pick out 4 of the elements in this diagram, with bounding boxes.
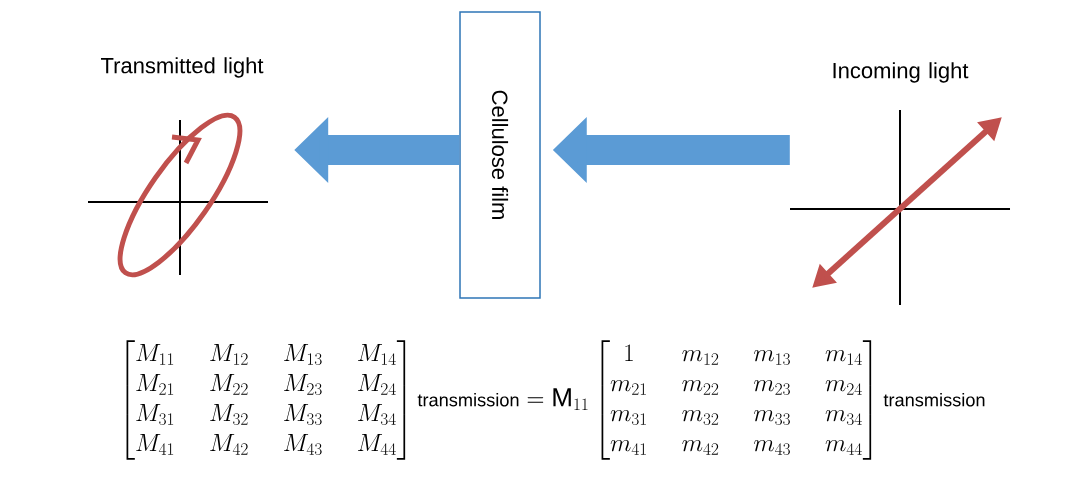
matrix-equation: $\begin{bmatrix}M_{11}&M_{12}&M_{13}&M_{14}\\M_{21}&M_{22}&M_{23}&M_{24}\\M_{31}&M_{32}&M_{33}&M_{34}\\M_{41}&M_{42}&M_{43}&M_{44}\end{bmatrix}{\scriptstyle\mathrm{transmission}}=\mathrm{M}_{11}\begin{bmatrix}1&m_{12}&m_{13}&m_{14}\\m_{21}&m_{22}&m_{23}&m_{24}\\m_{31}&m_{32}&m_{33}&m_{34}\\m_{41}&m_{42}&m_{43}&m_{44}\end{bmatrix}{\scriptstyle\mathrm{transmission}}$ bbox=[126, 340, 985, 460]
heading: Incoming light bbox=[833, 62, 969, 83]
film-box: Cellulose film bbox=[459, 11, 541, 299]
heading: Transmitted light bbox=[101, 57, 264, 78]
